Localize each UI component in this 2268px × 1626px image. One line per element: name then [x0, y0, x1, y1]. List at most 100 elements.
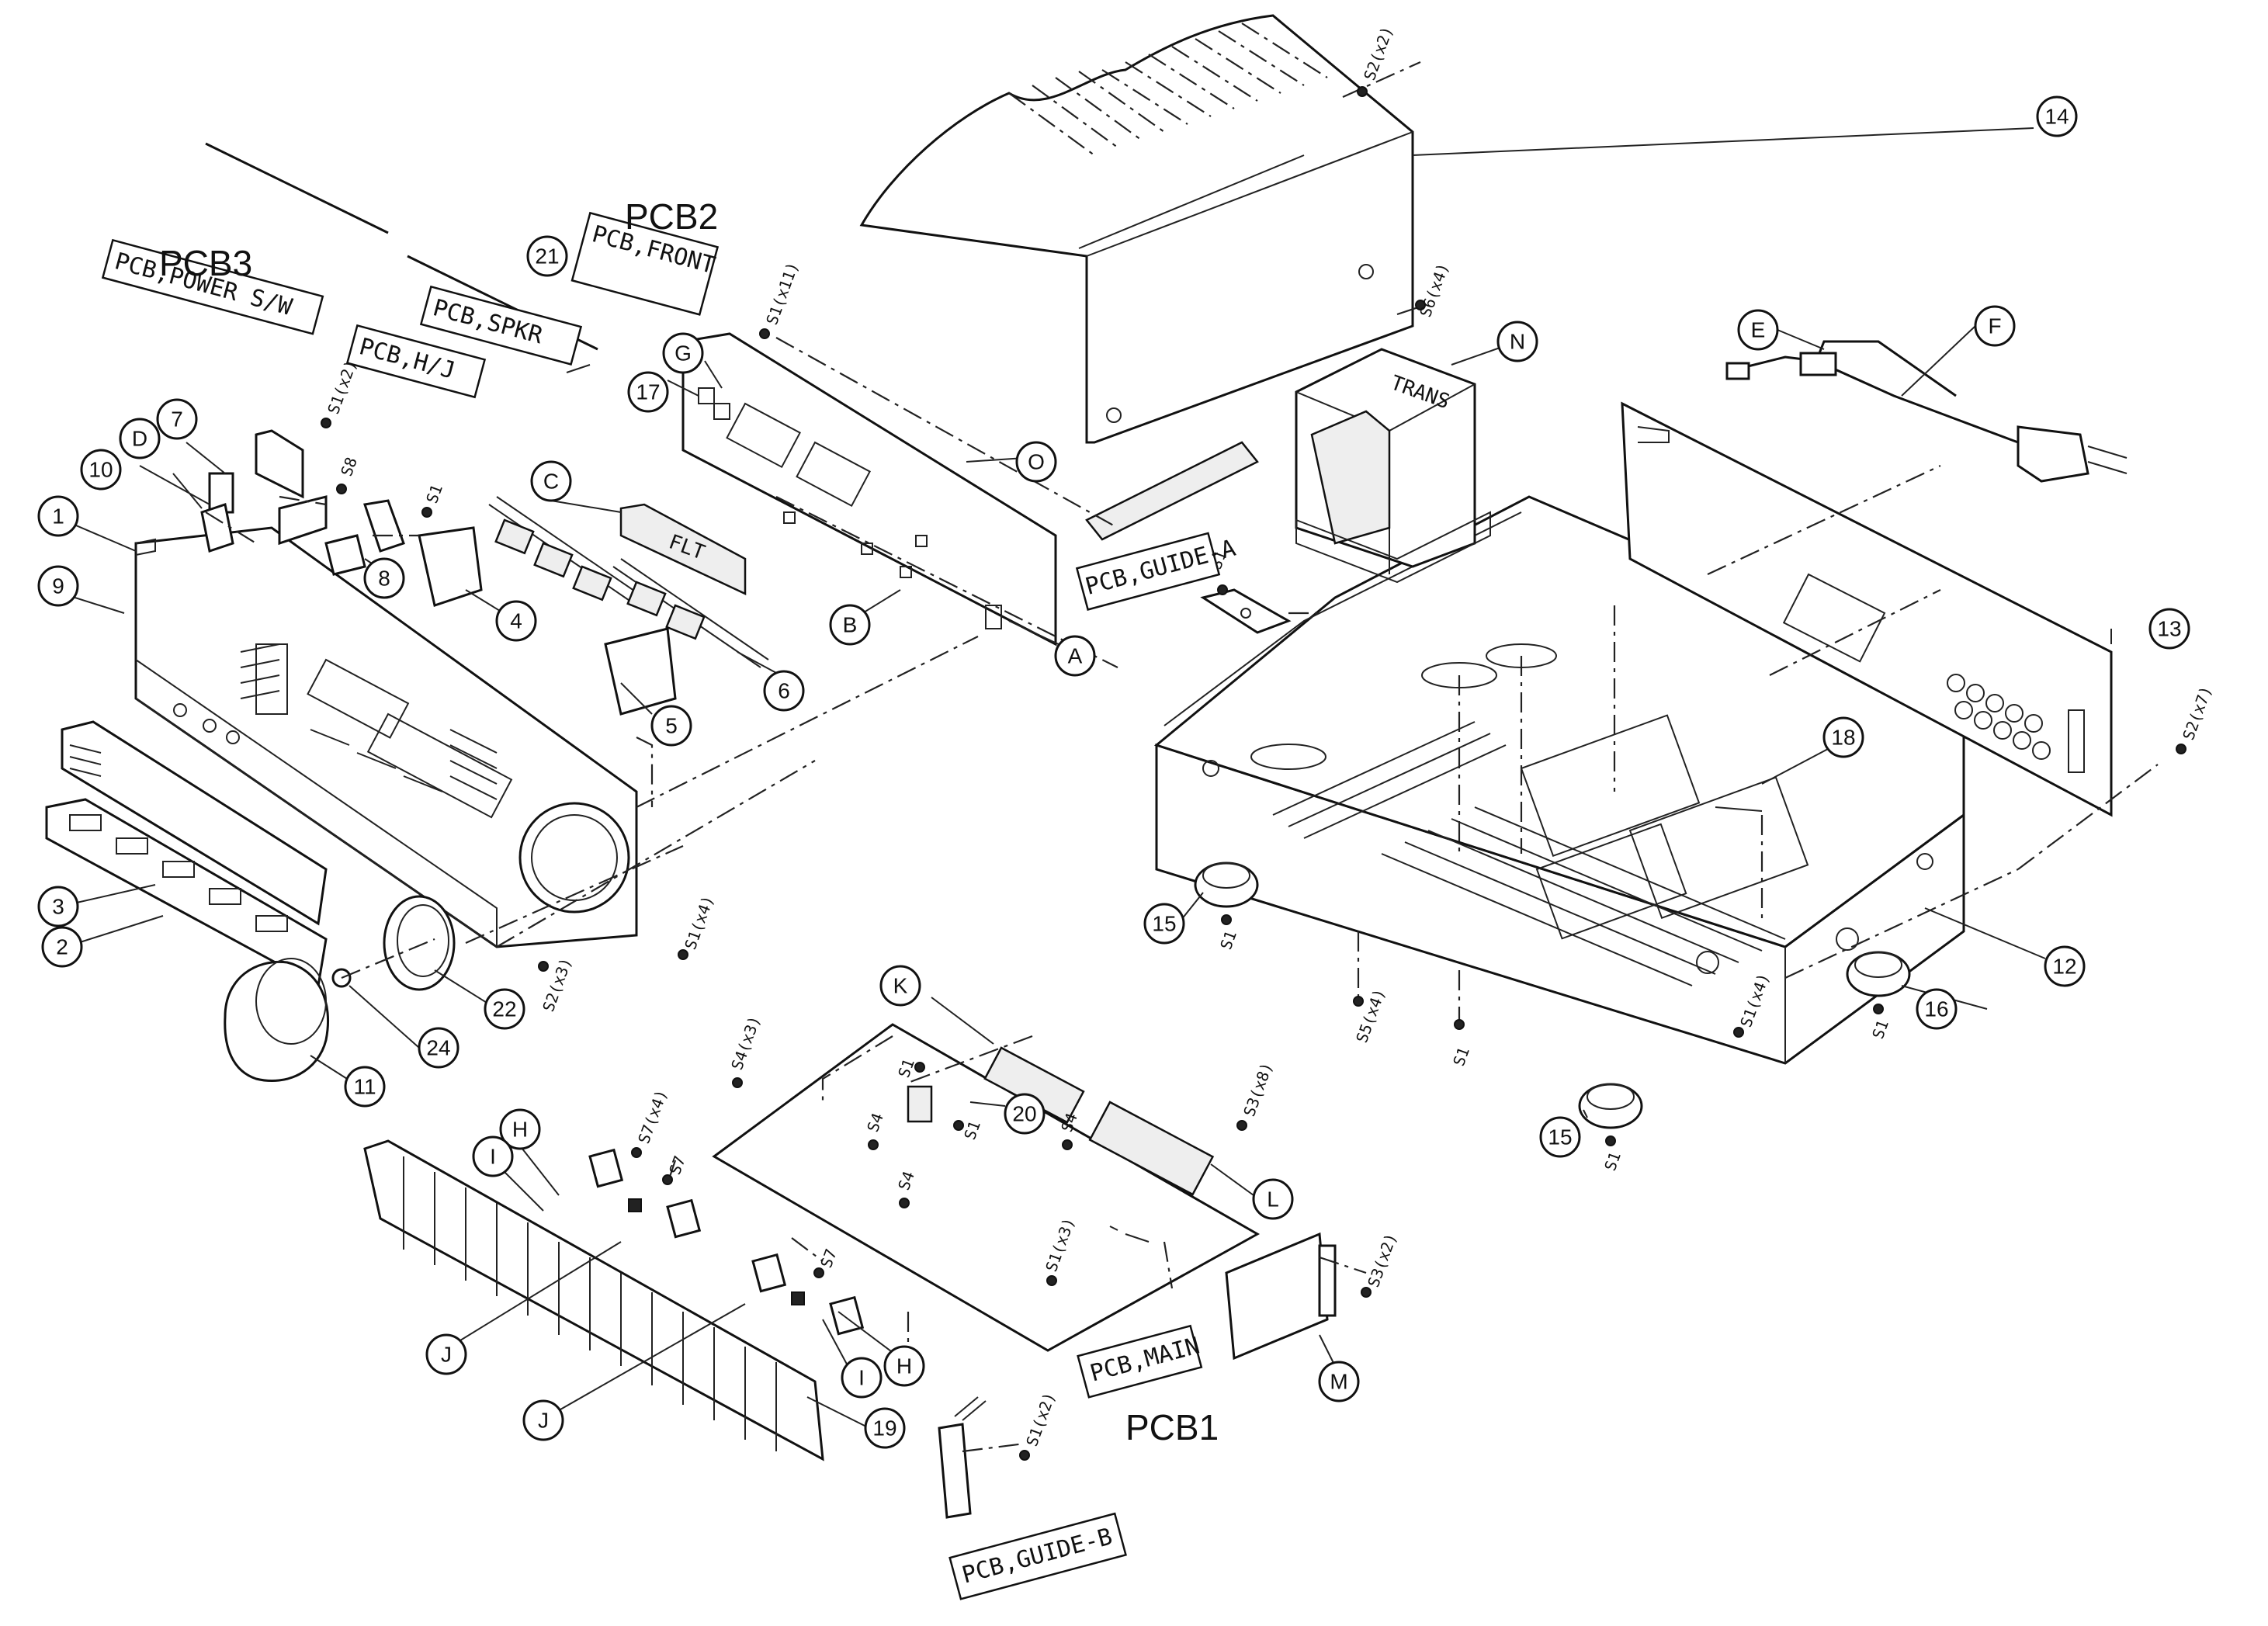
callout-K: K [879, 965, 921, 1007]
volume-knob [224, 958, 330, 1083]
svg-text:B: B [843, 613, 858, 637]
callout-6: 6 [763, 670, 805, 712]
top-cover [859, 14, 1414, 444]
pcb1-title: PCB1 [1125, 1407, 1219, 1447]
callout-D: D [119, 418, 161, 459]
callout-L: L [1252, 1178, 1294, 1220]
callout-9: 9 [37, 565, 79, 607]
callout-A: A [1054, 635, 1096, 677]
foot-15-b [1578, 1083, 1643, 1129]
svg-text:14: 14 [2044, 105, 2069, 129]
svg-text:C: C [543, 470, 559, 494]
svg-text:N: N [1510, 330, 1525, 354]
callout-14: 14 [2036, 95, 2078, 137]
svg-text:5: 5 [665, 714, 678, 738]
svg-text:22: 22 [492, 997, 516, 1021]
callout-5: 5 [650, 705, 692, 747]
callout-15-b: 15 [1539, 1116, 1581, 1158]
callout-C: C [530, 460, 572, 502]
callout-3: 3 [37, 886, 79, 927]
callout-20: 20 [1004, 1093, 1046, 1135]
foot-15-a [1194, 862, 1259, 908]
screw-label: S1 [1868, 1018, 1892, 1042]
front-door-panels [45, 720, 328, 988]
svg-text:M: M [1330, 1370, 1347, 1394]
pcb3-title: PCB3 [159, 243, 252, 283]
svg-text:13: 13 [2157, 617, 2181, 641]
callout-7: 7 [156, 398, 198, 440]
callout-8: 8 [363, 557, 405, 599]
pcb-name-tags: PCB,POWER S/W PCB,H/J PCB,SPKR PCB,FRONT… [101, 211, 1239, 1600]
svg-text:4: 4 [510, 609, 522, 633]
svg-text:K: K [893, 974, 908, 998]
svg-text:I: I [490, 1145, 496, 1169]
svg-text:19: 19 [872, 1416, 896, 1441]
callout-22: 22 [484, 988, 525, 1030]
svg-text:F: F [1988, 314, 2001, 338]
pcb-guide-b-board [938, 1396, 987, 1519]
callout-2: 2 [41, 926, 83, 968]
svg-text:1: 1 [52, 504, 64, 529]
callout-I-1: I [472, 1135, 514, 1177]
transformer: TRANS [1295, 348, 1491, 584]
screw-label: S2(x2) [1360, 24, 1396, 83]
screw-label: S1 [422, 482, 446, 506]
callout-H-2: H [883, 1345, 925, 1387]
svg-text:G: G [675, 341, 692, 366]
svg-text:16: 16 [1924, 997, 1948, 1021]
svg-text:7: 7 [171, 407, 183, 432]
callout-10: 10 [80, 449, 122, 491]
svg-text:J: J [538, 1409, 549, 1433]
assembly-lines [205, 61, 2159, 1453]
pcb-front-board [681, 332, 1057, 647]
callout-E: E [1737, 309, 1779, 351]
svg-text:10: 10 [88, 458, 113, 482]
screw-label: S7 [665, 1153, 689, 1177]
callout-12: 12 [2044, 945, 2086, 987]
callout-N: N [1496, 321, 1538, 362]
screw-label: S8 [337, 455, 361, 479]
screw-label: S1 [1600, 1149, 1625, 1174]
svg-text:2: 2 [56, 935, 68, 959]
svg-text:L: L [1267, 1187, 1279, 1212]
svg-text:15: 15 [1548, 1125, 1572, 1149]
callout-21: 21 [526, 235, 568, 277]
svg-text:E: E [1751, 318, 1766, 342]
callouts: 14 N O E F 13 18 12 G 17 21 C B A 4 6 5 … [37, 95, 2190, 1449]
pcb-speaker-terminals [418, 496, 769, 716]
svg-text:24: 24 [426, 1036, 450, 1060]
screw-label: S4(x3) [727, 1014, 764, 1073]
callout-18: 18 [1822, 716, 1864, 758]
heatsink [363, 1139, 824, 1461]
screw-label: S1(x11) [762, 259, 802, 327]
back-panel [1621, 401, 2113, 817]
svg-text:17: 17 [636, 380, 660, 404]
svg-text:15: 15 [1152, 912, 1176, 936]
screw-label: S1(x2) [324, 358, 360, 417]
screw-label: S7 [817, 1246, 841, 1271]
callout-J-1: J [425, 1333, 467, 1375]
insulator-sheet [1085, 441, 1259, 541]
svg-text:3: 3 [52, 895, 64, 919]
screw-label: S3(x8) [1240, 1060, 1276, 1119]
callout-M: M [1318, 1361, 1360, 1402]
screw-label: S1 [1449, 1045, 1473, 1069]
pcb2-title: PCB2 [625, 196, 718, 237]
screw-label: S2(x7) [2179, 684, 2215, 743]
display-filter: FLT [619, 503, 747, 595]
svg-text:H: H [896, 1354, 912, 1378]
callout-I-2: I [841, 1357, 883, 1399]
screw-label: S6(x4) [1416, 261, 1452, 320]
screw-label: S1 [1216, 928, 1240, 952]
svg-text:O: O [1028, 450, 1045, 474]
svg-text:18: 18 [1831, 726, 1855, 750]
callout-4: 4 [495, 600, 537, 642]
screw-label: S1(x4) [681, 893, 717, 952]
pcb-main-board [712, 1023, 1261, 1352]
callout-15-a: 15 [1143, 903, 1185, 945]
callout-19: 19 [864, 1407, 906, 1449]
screw-label: S1(x2) [1022, 1390, 1059, 1449]
callout-1: 1 [37, 495, 79, 537]
callout-O: O [1015, 441, 1057, 483]
svg-text:D: D [132, 427, 147, 451]
